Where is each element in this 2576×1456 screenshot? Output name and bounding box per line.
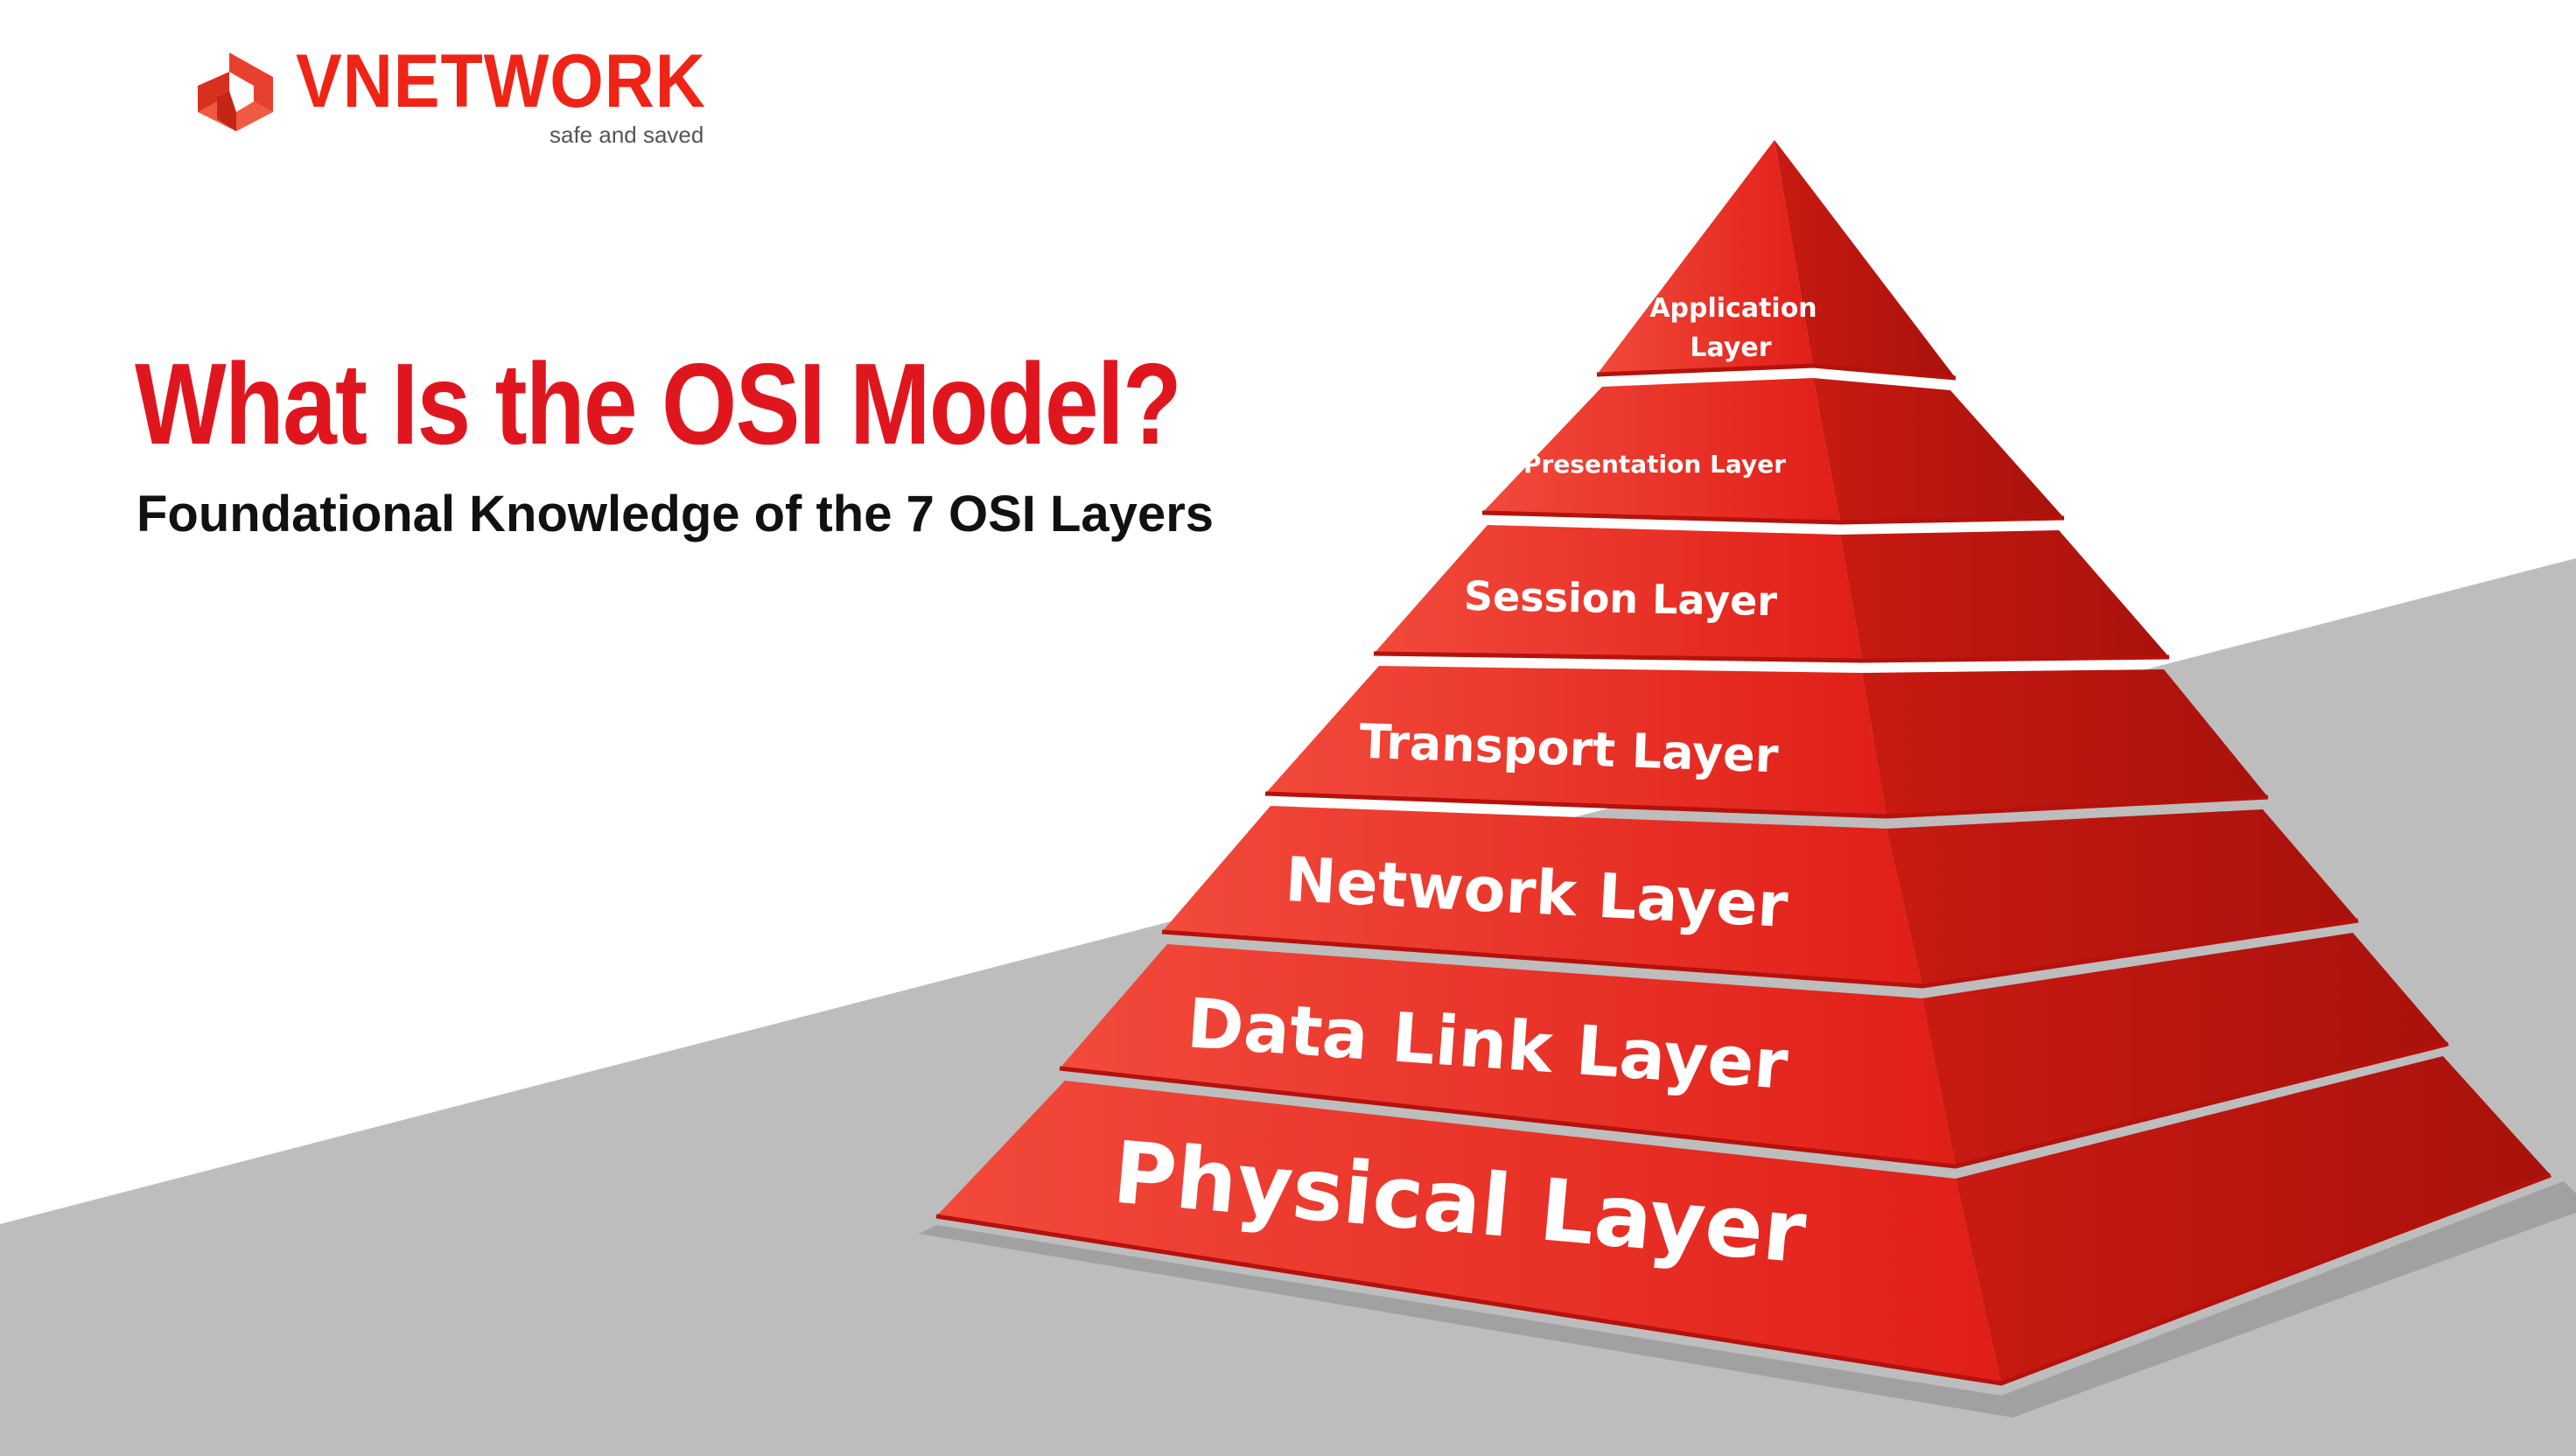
layer-front-face xyxy=(1162,806,1922,986)
pyramid-layer-application xyxy=(1596,140,1956,381)
layer-front-face xyxy=(1265,666,1886,816)
osi-pyramid xyxy=(919,140,2576,1418)
layer-label-session: Session Layer xyxy=(1464,572,1778,625)
layer-label-application: Application xyxy=(1649,293,1816,324)
layer-front-face xyxy=(1060,944,1956,1166)
layer-front-face xyxy=(1482,378,1840,522)
layer-label-application-line2: Layer xyxy=(1690,332,1771,363)
layer-bottom-edge xyxy=(1373,651,2170,663)
logo-tagline: safe and saved xyxy=(550,122,704,148)
layer-front-face xyxy=(1374,525,1862,661)
pyramid-layer-physical xyxy=(935,1056,2552,1386)
pyramid-layer-session xyxy=(1373,525,2170,663)
layer-side-face xyxy=(1886,809,2358,986)
pyramid-layer-data-link xyxy=(1059,933,2449,1169)
layer-side-face xyxy=(1862,669,2268,816)
vnetwork-logo-icon xyxy=(198,52,273,131)
layer-bottom-edge xyxy=(1059,1041,2449,1169)
pyramid-shadow xyxy=(919,1181,2576,1418)
pyramid-layer-presentation xyxy=(1481,378,2065,525)
layer-label-presentation: Presentation Layer xyxy=(1523,450,1786,479)
page-title: What Is the OSI Model? xyxy=(135,340,1182,468)
layer-bottom-edge xyxy=(935,1172,2552,1386)
layer-front-face xyxy=(1597,140,1813,374)
pyramid-layer-transport xyxy=(1264,666,2269,819)
layer-bottom-edge xyxy=(1481,510,2065,525)
layer-side-face xyxy=(1840,530,2169,661)
layer-front-face xyxy=(936,1081,2001,1383)
layer-bottom-edge xyxy=(1264,791,2269,819)
layer-bottom-edge xyxy=(1161,918,2359,989)
layer-side-face xyxy=(1922,933,2448,1166)
page-subtitle: Foundational Knowledge of the 7 OSI Laye… xyxy=(136,486,1214,542)
layer-side-face xyxy=(1774,140,1956,378)
layer-side-face xyxy=(1956,1056,2551,1383)
layer-bottom-edge xyxy=(1596,363,1956,381)
logo-wordmark: VNETWORK xyxy=(296,39,706,123)
pyramid-layer-network xyxy=(1161,806,2359,989)
layer-side-face xyxy=(1813,378,2064,522)
